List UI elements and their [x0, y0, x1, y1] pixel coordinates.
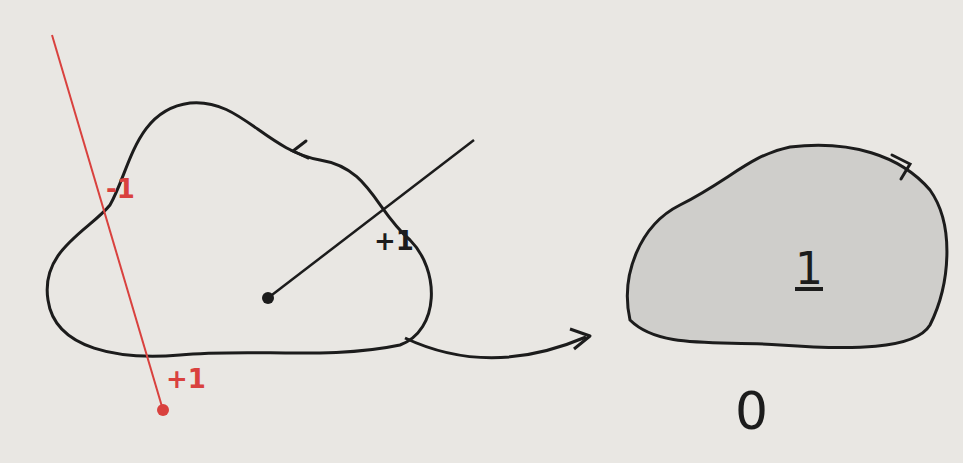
outside-value: 0: [735, 385, 768, 437]
orientation-arrow: [293, 141, 308, 158]
crossing-sign: +1: [166, 366, 206, 392]
point: [262, 292, 274, 304]
ray: [268, 140, 474, 298]
map-arrow: [405, 337, 586, 358]
crossing-sign: -1: [106, 176, 135, 202]
closed-curve: [47, 103, 431, 356]
red-ray: [52, 35, 163, 410]
region-value: 1: [795, 247, 823, 291]
blob-outline: [620, 135, 950, 360]
red-point: [157, 404, 169, 416]
region-blob: 1: [620, 135, 950, 360]
arrow-head: [570, 329, 590, 349]
crossing-sign: +1: [374, 228, 414, 254]
